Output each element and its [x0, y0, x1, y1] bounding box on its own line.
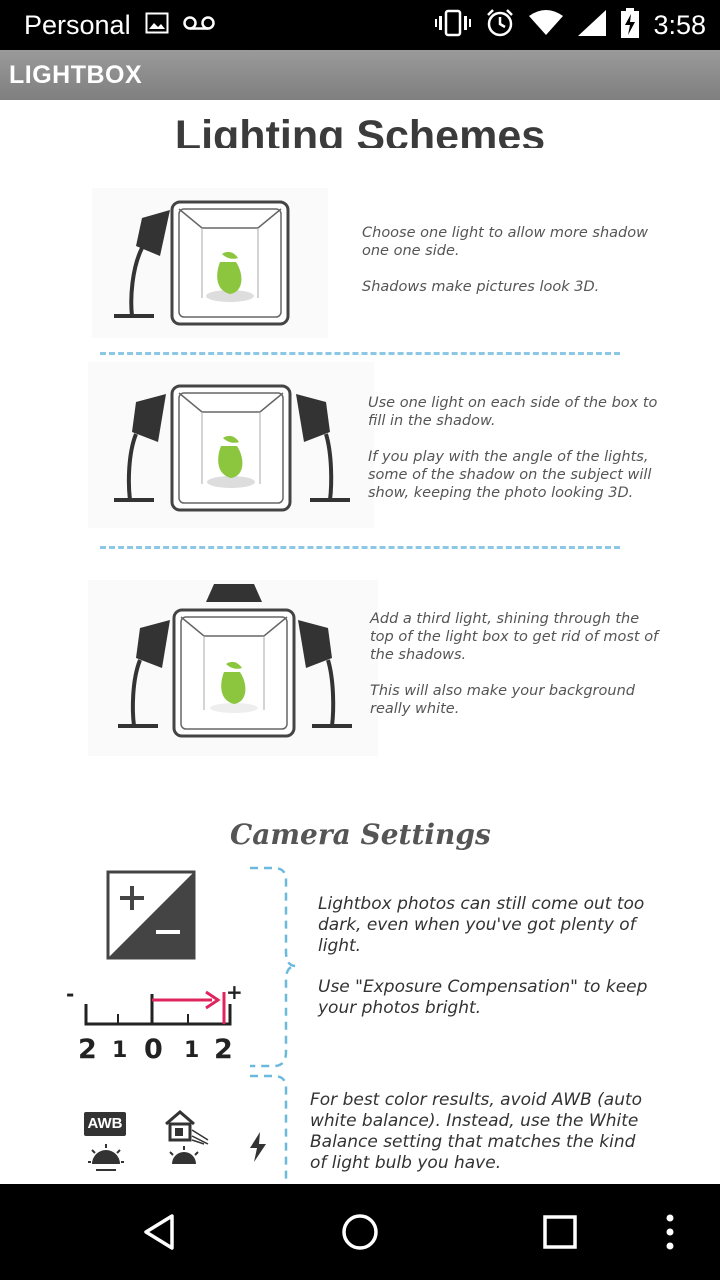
sun-icon: [88, 1144, 124, 1171]
scheme-1-text: Choose one light to allow more shadow on…: [362, 225, 648, 295]
exposure-compensation-icon: [106, 870, 196, 960]
recents-icon: [543, 1215, 577, 1249]
white-balance-text: For best color results, avoid AWB (auto …: [310, 1090, 643, 1173]
carrier-name: Personal: [24, 9, 131, 40]
exposure-text: Lightbox photos can still come out too d…: [318, 894, 648, 1018]
back-button[interactable]: [100, 1184, 220, 1280]
scale-label: 0: [144, 1034, 163, 1065]
clock: 3:58: [653, 9, 706, 40]
camera-settings-title: Camera Settings: [230, 818, 491, 851]
navigation-bar: [0, 1184, 720, 1280]
scheme-3-text: Add a third light, shining through the t…: [370, 611, 659, 717]
status-bar: Personal 3:58: [0, 0, 720, 50]
image-icon: [145, 12, 169, 38]
one-light-illustration: [92, 188, 328, 338]
infographic-content[interactable]: Lighting Schemes Choose one light to all…: [0, 100, 720, 1184]
shade-icon: [165, 1110, 209, 1164]
flash-icon: [250, 1132, 266, 1162]
overflow-menu-icon: [666, 1214, 674, 1250]
divider-1: [100, 352, 620, 355]
alarm-icon: [485, 8, 515, 42]
voicemail-icon: [182, 15, 215, 35]
three-lights-illustration: [88, 580, 378, 756]
lighting-schemes-title: Lighting Schemes: [174, 112, 546, 148]
scale-minus-label: -: [66, 982, 75, 1006]
awb-badge: AWB: [84, 1112, 126, 1136]
scale-plus-label: +: [226, 980, 243, 1004]
scale-label: 2: [78, 1034, 97, 1065]
battery-charging-icon: [621, 8, 640, 42]
scale-label: 1: [184, 1038, 200, 1063]
wifi-icon: [529, 10, 564, 40]
two-lights-illustration: [88, 362, 374, 528]
brackets: [250, 866, 297, 1184]
scale-label: 2: [214, 1034, 233, 1065]
exposure-scale: [84, 990, 232, 1026]
app-title: LIGHTBOX: [9, 60, 143, 89]
cell-signal-icon: [577, 9, 607, 41]
back-icon: [144, 1214, 174, 1250]
scheme-2-text: Use one light on each side of the box to…: [368, 395, 658, 501]
app-bar: LIGHTBOX: [0, 50, 720, 100]
scale-label: 1: [112, 1038, 128, 1063]
divider-2: [100, 546, 620, 549]
home-icon: [342, 1214, 378, 1250]
vibrate-icon: [435, 9, 472, 41]
recents-button[interactable]: [500, 1184, 620, 1280]
overflow-menu-button[interactable]: [620, 1184, 720, 1280]
home-button[interactable]: [300, 1184, 420, 1280]
